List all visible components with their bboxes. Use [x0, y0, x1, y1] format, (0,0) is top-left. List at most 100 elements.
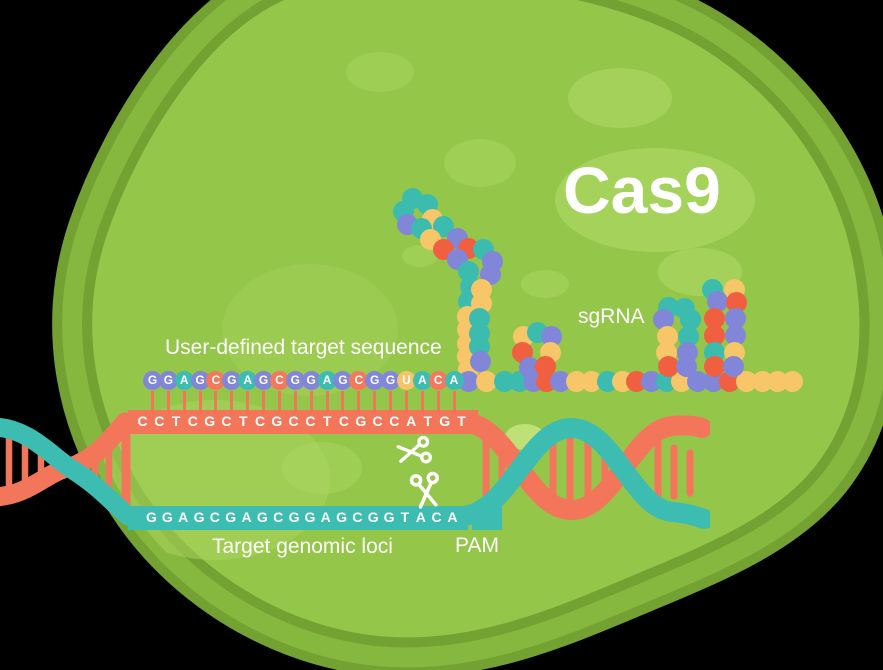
nucleotide-letter: T: [457, 413, 466, 429]
rna-nucleotide: A: [174, 371, 194, 390]
nucleotide-letter: C: [389, 413, 400, 429]
sgrna-dot: [724, 324, 746, 346]
nucleotide-letter: G: [225, 509, 237, 525]
rna-stem: [214, 391, 218, 411]
nucleotide-letter: C: [221, 413, 232, 429]
sgrna-dot: [703, 355, 725, 377]
nucleotide-letter: G: [304, 509, 316, 525]
rna-stem: [262, 391, 266, 411]
rna-nucleotide: A: [238, 371, 258, 390]
nucleotide-letter: G: [367, 509, 379, 525]
rna-stem: [246, 391, 250, 411]
nucleotide-letter: C: [431, 509, 442, 525]
sgrna-dot: [657, 355, 679, 377]
rna-nucleotide: C: [206, 371, 226, 390]
rna-nucleotide: G: [222, 371, 242, 390]
nucleotide-letter: G: [355, 413, 367, 429]
rna-stem: [404, 391, 408, 411]
cell-inner-band: [62, 0, 883, 668]
sgrna-dot: [549, 370, 571, 392]
sgrna-dot: [725, 291, 747, 313]
rna-stem: [198, 391, 202, 411]
genomic-loci-label: Target genomic loci: [212, 535, 393, 558]
sgrna-dot: [706, 290, 728, 312]
nucleotide-letter: G: [336, 509, 348, 525]
nucleotide-letter: A: [178, 509, 189, 525]
rna-nucleotide: G: [301, 371, 321, 390]
nucleotide-letter: G: [161, 509, 173, 525]
rna-nucleotide: A: [412, 371, 432, 390]
rna-stem: [420, 391, 424, 411]
rna-nucleotide: G: [143, 371, 162, 390]
rna-nucleotide: G: [285, 371, 305, 390]
sgrna-dot: [534, 355, 556, 377]
sgrna-dot: [540, 325, 562, 347]
nucleotide-letter: T: [423, 413, 433, 429]
helix-left-teal-strand: [0, 418, 138, 526]
dna-helix-right-icon: [458, 412, 710, 529]
rna-nucleotide: G: [333, 371, 353, 390]
rna-nucleotide: G: [254, 371, 274, 390]
rna-stem: [293, 391, 297, 411]
sgrna-dot: [722, 355, 744, 377]
nucleotide-letter: T: [322, 413, 332, 429]
nucleotide-letter: C: [209, 509, 220, 525]
sgrna-dot: [469, 350, 491, 372]
nucleotide-letter: A: [320, 509, 331, 525]
nucleotide-letter: C: [305, 413, 316, 429]
sgrna-dot: [724, 307, 746, 329]
nucleotide-letter: G: [288, 509, 300, 525]
rna-stem: [452, 391, 456, 411]
rna-stem: [182, 391, 186, 411]
cas9-title: Cas9: [563, 153, 721, 227]
rna-nucleotide: C: [269, 371, 289, 390]
rna-nucleotide: A: [317, 371, 337, 390]
helix-right-salmon-strand: [458, 412, 710, 520]
rna-stem: [325, 391, 329, 411]
nucleotide-letter: G: [256, 509, 268, 525]
nucleotide-letter: A: [447, 509, 458, 525]
rna-nucleotide: G: [158, 371, 178, 390]
rna-nucleotide: G: [381, 371, 401, 390]
sgrna-dot: [652, 308, 674, 330]
helix-right-teal-strand: [458, 418, 710, 529]
nucleotide-letter: A: [406, 413, 417, 429]
nucleotide-letter: C: [338, 413, 350, 429]
nucleotide-letter: A: [415, 509, 426, 525]
nucleotide-letter: C: [352, 509, 363, 525]
rna-stem: [373, 391, 377, 411]
nucleotide-letter: C: [372, 413, 383, 429]
nucleotide-letter: G: [439, 413, 451, 429]
nucleotide-letter: G: [271, 413, 283, 429]
rna-nucleotide: G: [365, 371, 385, 390]
sgrna-dot: [703, 324, 725, 346]
nucleotide-letter: G: [204, 413, 216, 429]
rna-stem: [341, 391, 345, 411]
nucleotide-letter: G: [383, 509, 395, 525]
nucleotide-letter: T: [238, 413, 248, 429]
sgrna-dot: [580, 370, 602, 392]
dna-helix-left-icon: [0, 412, 138, 526]
nucleotide-letter: T: [171, 413, 181, 429]
nucleotide-letter: C: [273, 509, 284, 525]
sgrna-dot: [679, 308, 701, 330]
rna-nucleotide: U: [396, 371, 416, 390]
sgrna-label: sgRNA: [578, 305, 645, 328]
rna-nucleotide: C: [428, 371, 448, 390]
rna-nucleotide: A: [444, 371, 464, 390]
rna-nucleotide: G: [190, 371, 210, 390]
scissors-bottom-icon: [409, 471, 440, 509]
sgrna-dot: [675, 355, 697, 377]
nucleotide-letter: C: [137, 413, 148, 429]
rna-nucleotide: C: [349, 371, 369, 390]
rna-stem: [389, 391, 393, 411]
nucleotide-letter: C: [254, 413, 266, 429]
rna-stem: [436, 391, 440, 411]
sgrna-dot: [656, 325, 678, 347]
scissors-top-icon: [396, 435, 433, 464]
rna-stem: [166, 391, 170, 411]
nucleotide-letter: G: [193, 509, 205, 525]
